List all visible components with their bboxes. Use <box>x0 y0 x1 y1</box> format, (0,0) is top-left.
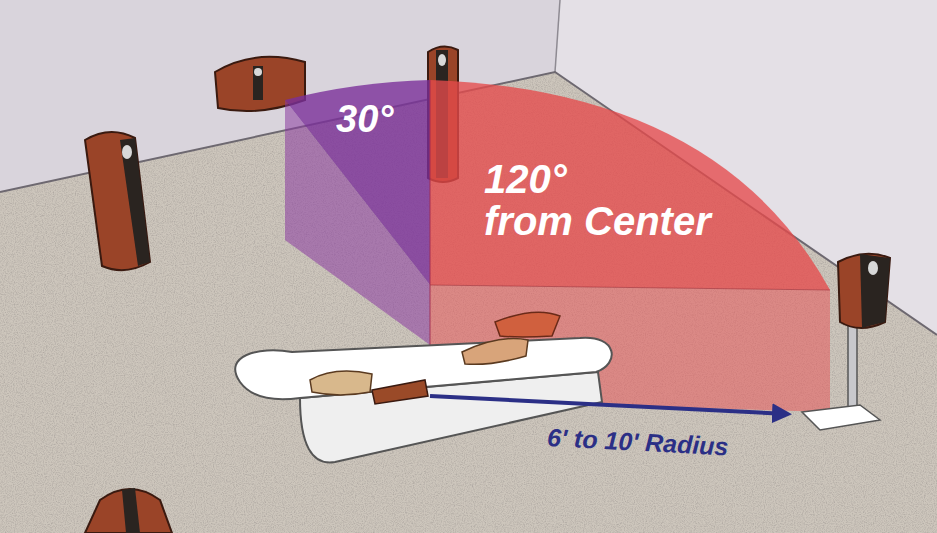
wedge-edge <box>430 285 830 290</box>
angle-label: 120° from Center <box>484 158 774 242</box>
surround-speaker <box>802 254 890 430</box>
carpet-floor <box>0 72 937 533</box>
dimension-label: 6' to 10' Radius <box>547 424 838 465</box>
front-left-speaker <box>85 132 150 270</box>
wall-corner <box>555 0 560 72</box>
angle-label: 30° <box>336 100 456 140</box>
red-wedge-top <box>430 80 830 290</box>
radius-arrow <box>430 396 788 414</box>
rear-speaker <box>85 488 172 533</box>
